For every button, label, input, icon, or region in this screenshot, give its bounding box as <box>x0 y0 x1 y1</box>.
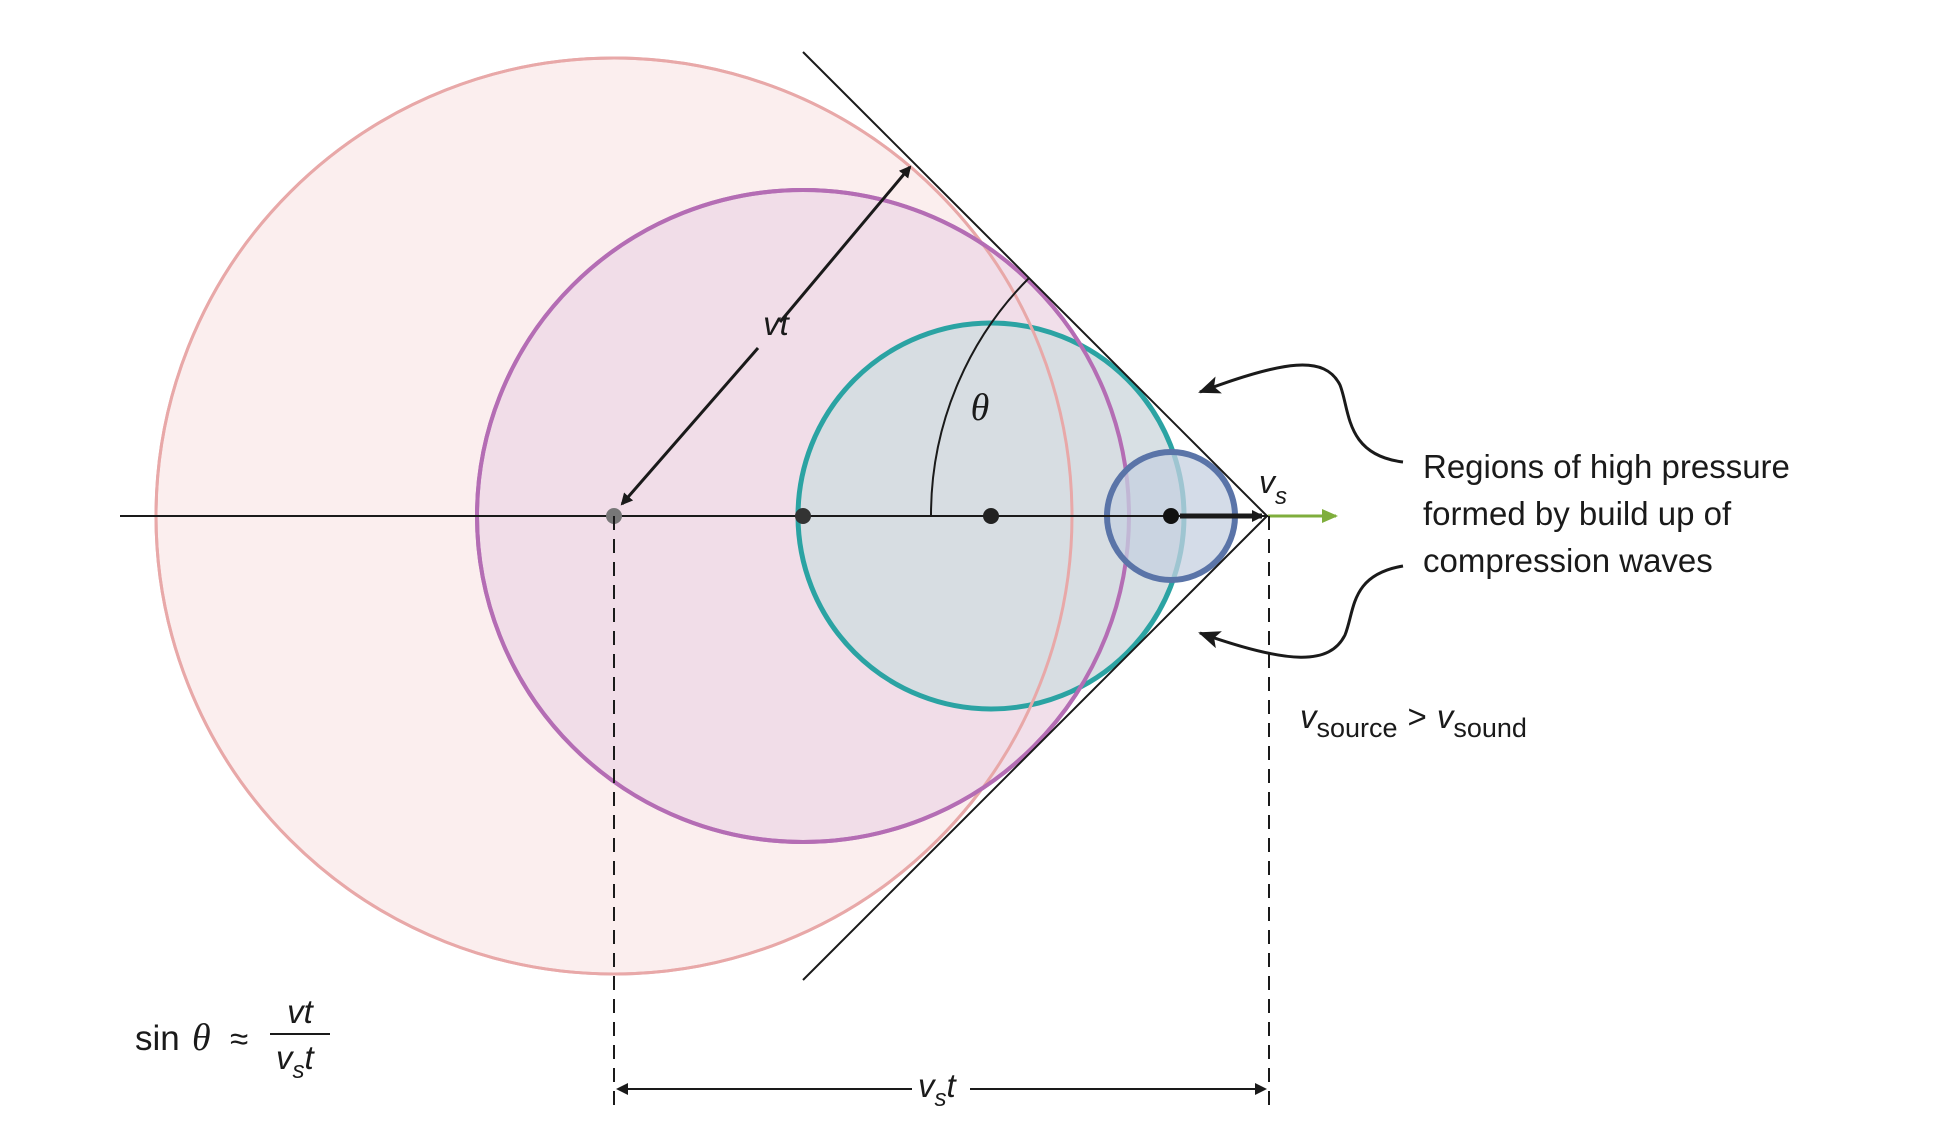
radius-arrow-segment-1 <box>620 347 760 506</box>
formula-approx: ≈ <box>230 1020 248 1057</box>
condition-label: vsource>vsound <box>1300 698 1527 743</box>
distance-label: vst <box>918 1067 958 1112</box>
angle-arc <box>929 277 1030 517</box>
formula-sin: sin <box>135 1019 180 1058</box>
distance-v: v <box>918 1067 937 1104</box>
formula-theta: θ <box>192 1017 211 1059</box>
condition-gt: > <box>1408 698 1427 735</box>
formula-den-t: t <box>305 1039 316 1076</box>
condition-v1: v <box>1300 698 1319 735</box>
condition-sub2: sound <box>1453 713 1527 743</box>
distance-sub: s <box>935 1085 947 1112</box>
angle-label: θ <box>971 387 990 429</box>
source-velocity-sub: s <box>1275 483 1287 510</box>
formula-denominator: vst <box>276 1039 316 1084</box>
formula-numerator: vt <box>287 993 315 1030</box>
source-velocity-v: v <box>1259 464 1277 500</box>
source-velocity-label: vs <box>1259 464 1287 510</box>
wave-radius-label: vt <box>763 305 791 342</box>
source-position-2 <box>795 508 811 524</box>
formula-den-sub: s <box>293 1057 305 1084</box>
region-description-line-2: formed by build up of <box>1423 495 1732 532</box>
source-position-4 <box>1163 508 1179 524</box>
source-position-3 <box>983 508 999 524</box>
distance-t: t <box>947 1067 958 1104</box>
shock-cone-lower <box>802 515 1268 981</box>
region-description-line-3: compression waves <box>1423 542 1713 579</box>
pointer-arrow-lower <box>1198 564 1404 659</box>
region-description-line-1: Regions of high pressure <box>1423 448 1790 485</box>
condition-v2: v <box>1437 698 1456 735</box>
pointer-arrow-upper <box>1198 363 1404 464</box>
radius-arrow-segment-2 <box>778 165 912 323</box>
shock-cone-upper <box>802 51 1268 517</box>
formula-den-v: v <box>276 1039 295 1076</box>
condition-sub1: source <box>1317 713 1398 743</box>
